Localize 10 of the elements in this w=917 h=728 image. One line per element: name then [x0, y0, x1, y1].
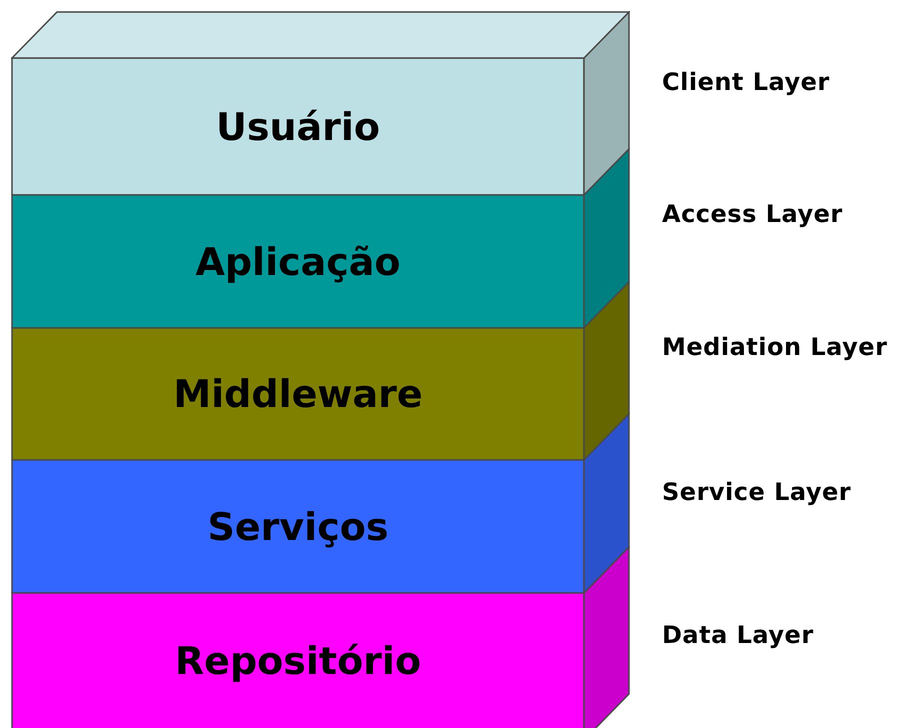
layer-caption: Data Layer — [662, 621, 814, 649]
layer-caption: Mediation Layer — [662, 333, 888, 361]
layer-caption: Service Layer — [662, 478, 852, 506]
layer-caption: Client Layer — [662, 68, 830, 96]
layer-label: Usuário — [216, 104, 380, 148]
layer-label: Middleware — [173, 372, 423, 416]
layer-label: Serviços — [208, 504, 388, 548]
layer-label: Repositório — [174, 638, 422, 682]
layer-label: Aplicação — [195, 240, 401, 284]
layer-caption: Access Layer — [662, 200, 843, 228]
